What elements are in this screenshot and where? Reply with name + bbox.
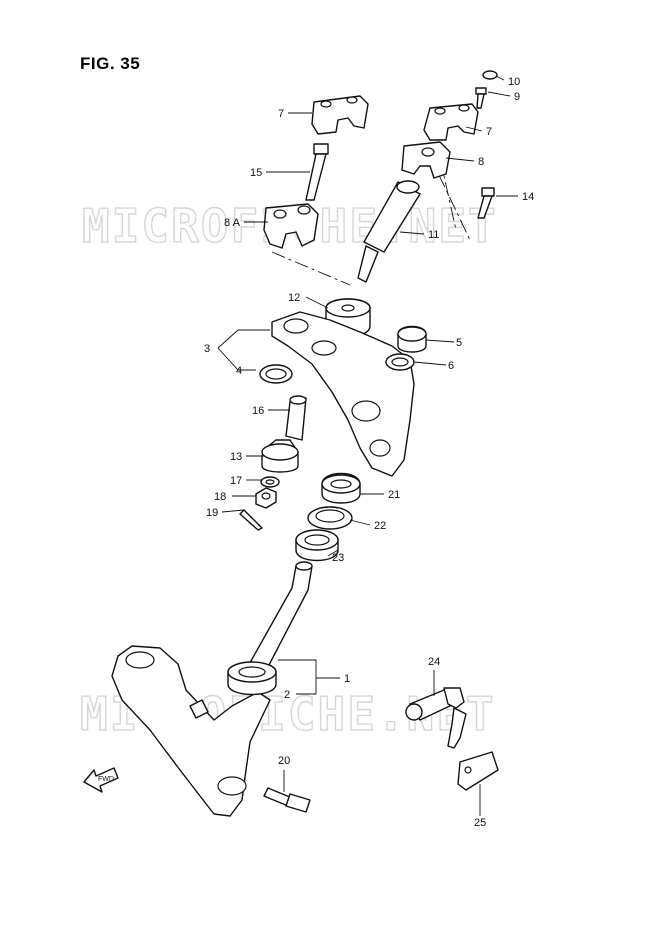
callout-9: 9 bbox=[514, 91, 520, 103]
part-bearing-race-22 bbox=[307, 506, 353, 530]
callout-20: 20 bbox=[278, 755, 290, 767]
callout-2: 2 bbox=[284, 689, 290, 701]
part-steering-lock-24 bbox=[405, 687, 467, 749]
part-handlebar-holder-8a bbox=[263, 203, 319, 249]
guide-line-left bbox=[271, 251, 351, 286]
part-washer-17 bbox=[260, 476, 280, 488]
callout-labels: 10 9 7 7 8 15 8 A 14 11 12 3 4 5 6 16 13… bbox=[204, 76, 534, 829]
callout-17: 17 bbox=[230, 475, 242, 487]
part-cap-10 bbox=[482, 70, 498, 80]
part-bolt-20 bbox=[263, 787, 311, 813]
callout-1: 1 bbox=[344, 673, 350, 685]
part-handlebar-clamp-upper-right bbox=[423, 103, 479, 141]
part-cotter-pin-19 bbox=[239, 509, 263, 531]
part-stem-nut-21 bbox=[321, 472, 361, 504]
callout-6: 6 bbox=[448, 360, 454, 372]
part-bolt-15 bbox=[305, 143, 329, 201]
part-bushing-13 bbox=[261, 439, 299, 473]
part-collar-16 bbox=[285, 395, 307, 441]
callout-21: 21 bbox=[388, 489, 400, 501]
callout-3: 3 bbox=[204, 343, 210, 355]
part-bolt-14 bbox=[477, 187, 495, 219]
part-bearing-23 bbox=[295, 529, 339, 562]
figure-title: FIG. 35 bbox=[80, 54, 141, 73]
callout-11: 11 bbox=[428, 229, 439, 241]
part-washer-6 bbox=[385, 353, 415, 371]
part-damper-stud-11 bbox=[357, 180, 421, 283]
fwd-arrow-icon: FWD bbox=[83, 767, 119, 793]
callout-25: 25 bbox=[474, 817, 486, 829]
part-handlebar-clamp-upper-left bbox=[311, 95, 369, 135]
callout-22: 22 bbox=[374, 520, 386, 532]
part-steering-stem-lower-bracket-1 bbox=[111, 561, 313, 817]
callout-12: 12 bbox=[288, 292, 300, 304]
callout-4: 4 bbox=[236, 365, 242, 377]
callout-23: 23 bbox=[332, 552, 344, 564]
part-bolt-9 bbox=[475, 87, 487, 109]
part-nut-18 bbox=[255, 487, 277, 509]
callout-7-right: 7 bbox=[486, 126, 492, 138]
callout-8: 8 bbox=[478, 156, 484, 168]
part-upper-bracket-3 bbox=[271, 311, 415, 477]
part-handlebar-holder-8 bbox=[401, 141, 451, 179]
callout-8a: 8 A bbox=[224, 217, 241, 229]
callout-7-left: 7 bbox=[278, 108, 284, 120]
callout-13: 13 bbox=[230, 451, 242, 463]
callout-19: 19 bbox=[206, 507, 218, 519]
fwd-label: FWD bbox=[98, 776, 114, 783]
guide-line-right-1 bbox=[427, 151, 471, 241]
callout-24: 24 bbox=[428, 656, 440, 668]
part-cap-nut-5 bbox=[397, 325, 427, 353]
callout-14: 14 bbox=[522, 191, 534, 203]
part-key-plate-25 bbox=[457, 751, 499, 791]
callout-18: 18 bbox=[214, 491, 226, 503]
callout-5: 5 bbox=[456, 337, 462, 349]
part-washer-4 bbox=[259, 364, 293, 384]
part-cushion-12 bbox=[325, 298, 371, 338]
part-dust-seal-2 bbox=[227, 661, 277, 696]
callout-16: 16 bbox=[252, 405, 264, 417]
callout-10: 10 bbox=[508, 76, 520, 88]
callout-15: 15 bbox=[250, 167, 262, 179]
leader-lines bbox=[217, 75, 518, 816]
